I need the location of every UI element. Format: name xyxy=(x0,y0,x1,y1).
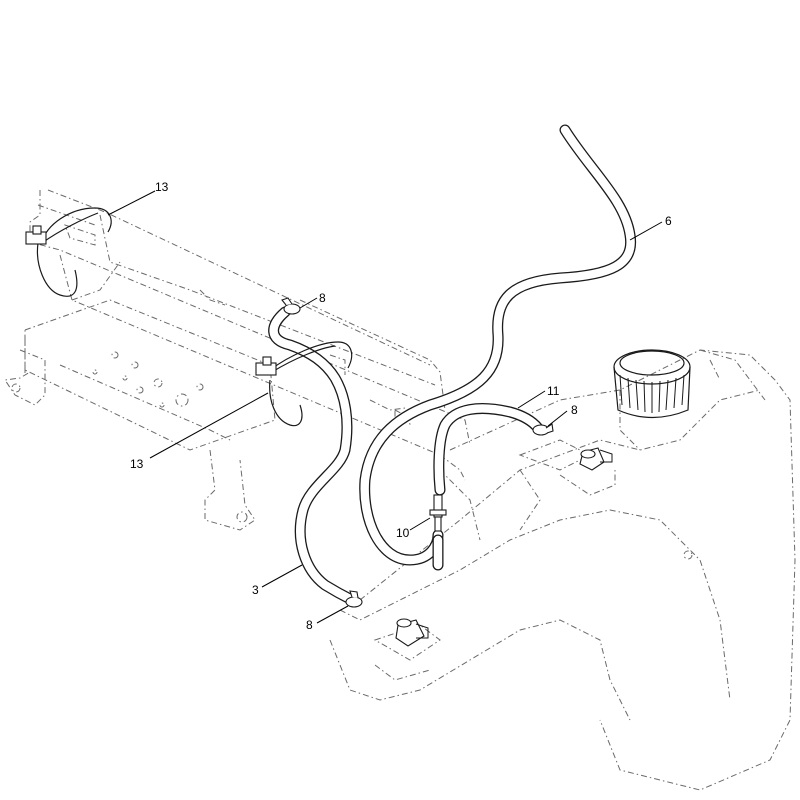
leader-lines xyxy=(107,190,663,624)
leader-8-bottom xyxy=(316,605,349,624)
leader-6 xyxy=(629,221,663,241)
tank-fitting-lower xyxy=(395,618,429,647)
leader-8-right xyxy=(547,410,568,427)
leader-8-top xyxy=(299,297,318,309)
leader-10 xyxy=(409,517,431,531)
hose-3 xyxy=(268,306,358,606)
callout-11: 11 xyxy=(547,384,560,398)
hose-6 xyxy=(359,124,637,566)
filler-neck xyxy=(613,349,691,419)
leader-11 xyxy=(517,390,546,409)
mounting-plate xyxy=(4,299,276,531)
connector-10 xyxy=(429,494,447,532)
frame-cross-member xyxy=(29,189,471,481)
hose-11 xyxy=(433,402,544,496)
callout-3: 3 xyxy=(252,583,259,597)
callout-8-bottom: 8 xyxy=(306,618,313,632)
cable-tie-left xyxy=(25,207,112,297)
callout-13-bottom: 13 xyxy=(130,457,144,471)
tank-fitting-upper xyxy=(579,447,613,471)
callout-8-top: 8 xyxy=(319,291,326,305)
callout-13-top: 13 xyxy=(155,180,169,194)
callout-8-right: 8 xyxy=(571,403,578,417)
hose-clamp-upper xyxy=(281,297,301,315)
leader-13-bottom xyxy=(149,392,269,459)
hose-clamp-right xyxy=(532,423,554,436)
callout-6: 6 xyxy=(665,214,672,228)
cable-tie-right xyxy=(255,341,353,427)
callout-10: 10 xyxy=(396,526,410,540)
hose-clamp-lower xyxy=(345,590,363,608)
leader-13-top xyxy=(107,190,156,216)
leader-3 xyxy=(261,564,303,588)
